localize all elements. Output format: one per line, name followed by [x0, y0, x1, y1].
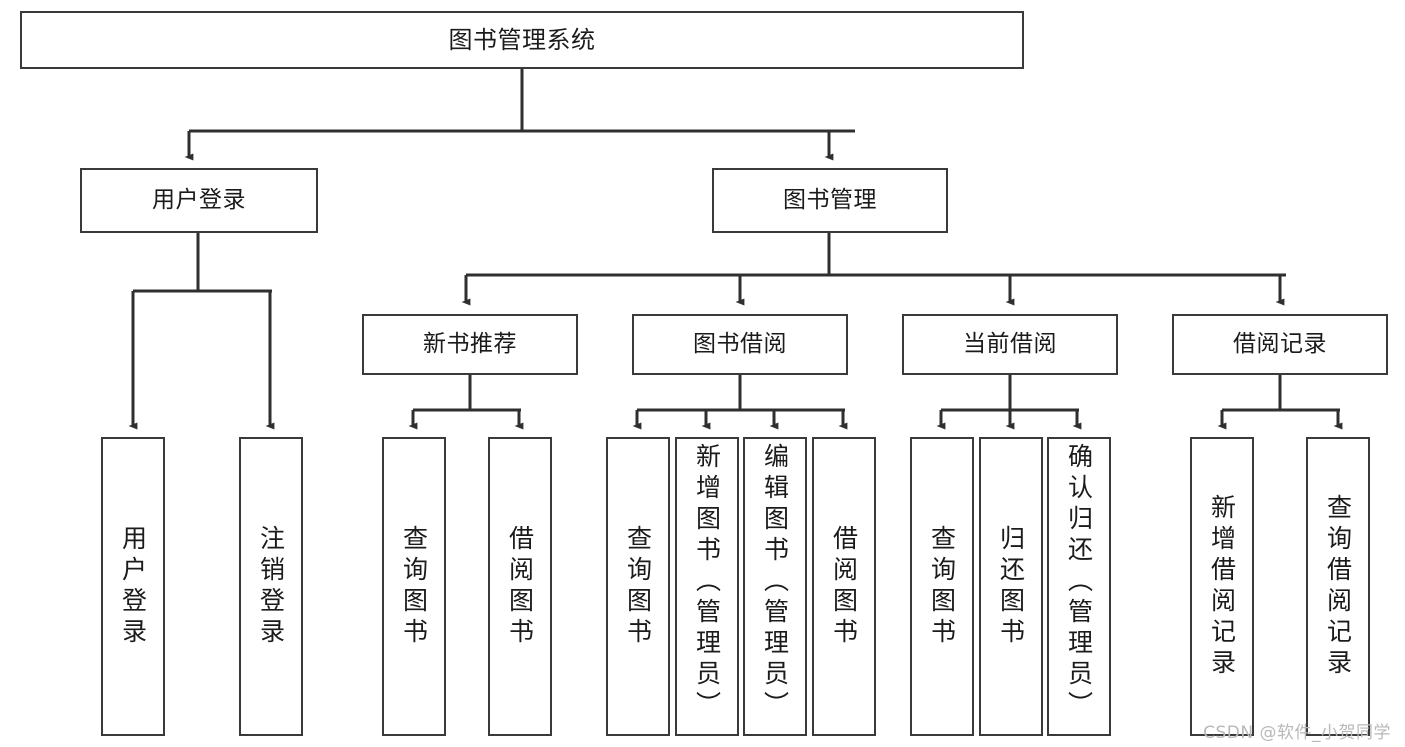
- node-label: 当前借阅: [963, 330, 1057, 357]
- node-label: 归还图书: [996, 524, 1026, 649]
- node-leaf-edit-book-admin[interactable]: 编辑图书（管理员）: [743, 437, 807, 736]
- node-label: 图书借阅: [693, 330, 787, 357]
- node-label: 新书推荐: [423, 330, 517, 357]
- node-new-book-recommend[interactable]: 新书推荐: [362, 314, 578, 375]
- node-book-manage[interactable]: 图书管理: [712, 168, 948, 233]
- node-label: 用户登录: [118, 524, 148, 649]
- node-leaf-user-login[interactable]: 用户登录: [101, 437, 165, 736]
- node-label: 图书管理系统: [448, 25, 596, 54]
- node-root-book-management-system[interactable]: 图书管理系统: [20, 11, 1024, 69]
- node-leaf-query-book-3[interactable]: 查询图书: [910, 437, 974, 736]
- node-label: 新增借阅记录: [1207, 493, 1237, 680]
- node-leaf-confirm-return-admin[interactable]: 确认归还（管理员）: [1047, 437, 1111, 736]
- node-label: 借阅图书: [829, 524, 859, 649]
- node-label: 借阅图书: [505, 524, 535, 649]
- node-leaf-return-book[interactable]: 归还图书: [979, 437, 1043, 736]
- node-label: 查询图书: [623, 524, 653, 649]
- node-label: 查询图书: [399, 524, 429, 649]
- node-label: 注销登录: [256, 524, 286, 649]
- node-leaf-query-borrow-record[interactable]: 查询借阅记录: [1306, 437, 1370, 736]
- node-leaf-query-book-2[interactable]: 查询图书: [606, 437, 670, 736]
- node-book-borrow[interactable]: 图书借阅: [632, 314, 848, 375]
- node-leaf-borrow-book-1[interactable]: 借阅图书: [488, 437, 552, 736]
- csdn-watermark: CSDN @软件_小贺同学: [1203, 723, 1391, 743]
- node-label: 编辑图书（管理员）: [760, 443, 790, 722]
- node-label: 查询图书: [927, 524, 957, 649]
- node-user-login[interactable]: 用户登录: [80, 168, 318, 233]
- node-current-borrow[interactable]: 当前借阅: [902, 314, 1118, 375]
- node-leaf-query-book-1[interactable]: 查询图书: [382, 437, 446, 736]
- node-label: 新增图书（管理员）: [692, 443, 722, 722]
- node-label: 图书管理: [783, 186, 877, 213]
- node-label: 借阅记录: [1233, 330, 1327, 357]
- node-leaf-borrow-book-2[interactable]: 借阅图书: [812, 437, 876, 736]
- node-leaf-logout-login[interactable]: 注销登录: [239, 437, 303, 736]
- node-borrow-record[interactable]: 借阅记录: [1172, 314, 1388, 375]
- node-label: 用户登录: [152, 186, 246, 213]
- node-leaf-add-borrow-record[interactable]: 新增借阅记录: [1190, 437, 1254, 736]
- node-leaf-add-book-admin[interactable]: 新增图书（管理员）: [675, 437, 739, 736]
- node-label: 查询借阅记录: [1323, 493, 1353, 680]
- node-label: 确认归还（管理员）: [1064, 443, 1094, 722]
